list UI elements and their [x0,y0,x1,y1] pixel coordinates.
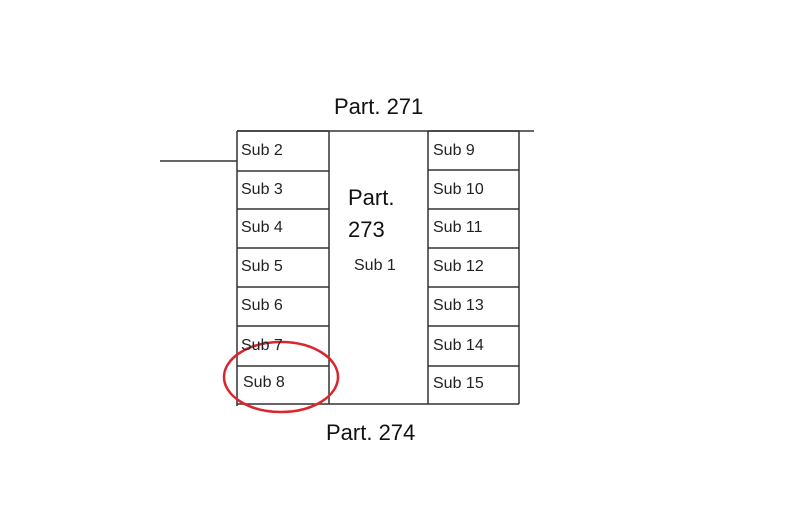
sub-8-highlight-circle [222,340,340,414]
lot-label: Sub 14 [433,337,484,354]
lot-label: Sub 12 [433,258,484,275]
lot-label: Sub 5 [241,258,283,275]
lot-label-highlighted: Sub 8 [243,374,285,391]
lot-label: Sub 13 [433,297,484,314]
lot-label: Sub 11 [433,219,483,236]
parcel-273-line2: 273 [348,217,385,242]
parcel-271-label: Part. 271 [334,94,424,119]
parcel-273-line1: Part. [348,185,395,210]
lot-label: Sub 10 [433,181,484,198]
lot-label: Sub 15 [433,375,484,392]
lot-row-dividers [237,130,519,367]
lot-label: Sub 9 [433,142,475,159]
lot-label: Sub 3 [241,181,283,198]
lot-label: Sub 6 [241,297,283,314]
lot-label: Sub 7 [241,337,283,354]
lot-label: Sub 4 [241,219,283,236]
parcel-273-label: Part. 273 [348,182,394,246]
lot-label: Sub 2 [241,142,283,159]
parcel-274-label: Part. 274 [326,420,416,445]
sub-1-label: Sub 1 [354,257,396,274]
